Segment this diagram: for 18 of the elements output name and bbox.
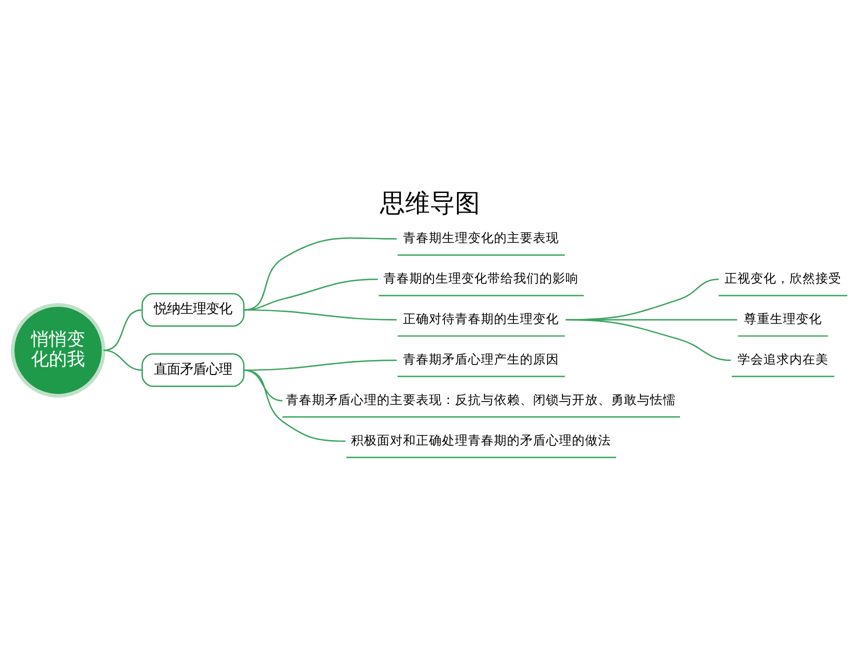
node-box: 悦纳生理变化 bbox=[142, 293, 245, 327]
connector bbox=[103, 309, 142, 352]
node-circle: 悄悄变化的我 bbox=[10, 303, 106, 398]
node-text: 正确对待青春期的生理变化 bbox=[403, 311, 560, 326]
node-text: 青春期矛盾心理产生的原因 bbox=[403, 352, 560, 367]
node-text: 尊重生理变化 bbox=[744, 311, 822, 326]
connector bbox=[244, 309, 397, 320]
node-text: 学会追求内在美 bbox=[737, 352, 828, 367]
node-text: 正视变化，欣然接受 bbox=[724, 270, 842, 286]
node-text: 青春期生理变化的主要表现 bbox=[403, 230, 560, 246]
node-text: 青春期矛盾心理的主要表现：反抗与依赖、闭锁与开放、勇敢与怯懦 bbox=[286, 392, 676, 408]
connector bbox=[566, 319, 731, 361]
node-box: 直面矛盾心理 bbox=[142, 353, 245, 388]
node-text: 积极面对和正确处理青春期的矛盾心理的做法 bbox=[351, 432, 612, 448]
diagram-title: 思维导图 bbox=[380, 188, 480, 218]
node-text: 青春期的生理变化带给我们的影响 bbox=[384, 270, 579, 286]
connector bbox=[244, 370, 346, 442]
connector bbox=[103, 350, 142, 371]
